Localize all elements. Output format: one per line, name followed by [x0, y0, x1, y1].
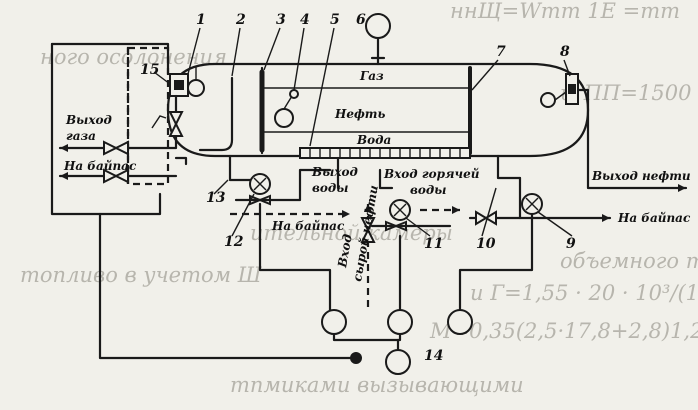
bg-line-8: тпмиками вызывающими	[230, 373, 524, 397]
level-controller-8	[540, 73, 579, 108]
num-9: 9	[566, 236, 576, 252]
coil-segments	[309, 148, 461, 158]
num-10: 10	[476, 236, 496, 252]
num-15: 15	[140, 62, 159, 78]
num-11: 11	[424, 236, 443, 252]
label-water-outlet-1: Выход	[311, 165, 358, 179]
label-gas-outlet-1: Выход	[65, 113, 112, 127]
raw-oil-valve	[360, 217, 376, 243]
gas-outlet-arrow	[60, 144, 68, 152]
num-2: 2	[235, 12, 246, 28]
label-hot-water-2: воды	[410, 183, 446, 197]
instrument-panel-14	[321, 309, 473, 375]
num-4: 4	[300, 12, 310, 28]
num-1: 1	[196, 12, 206, 28]
bypass-left-valve	[103, 168, 129, 184]
level-float-4	[274, 108, 294, 128]
label-water-outlet-2: воды	[312, 181, 348, 195]
gas-regulator-15	[166, 62, 189, 97]
bg-line-4: объемного теплового напряжения	[560, 249, 698, 273]
num-13: 13	[206, 190, 226, 206]
bg-line-7: топливо в учетом Ш	[20, 263, 263, 287]
label-gas-outlet-2: газа	[66, 129, 96, 143]
float-1	[187, 79, 205, 97]
num-3: 3	[276, 12, 286, 28]
label-water: Вода	[356, 133, 391, 147]
label-bypass-left: На байпас	[63, 159, 137, 173]
label-oil-outlet: Выход нефти	[591, 169, 691, 183]
gas-valve	[103, 140, 129, 156]
bg-line-0: ннЩ=Wmm 1E =mm	[450, 0, 680, 23]
heating-coil	[299, 147, 471, 159]
num-14: 14	[424, 348, 443, 364]
internal-pipe-2	[198, 76, 234, 152]
signal-line-bottom	[98, 212, 352, 360]
oil-drain	[496, 154, 522, 180]
label-bypass-right: На байпас	[617, 211, 691, 225]
label-raw-oil-inlet-1: Вход	[335, 233, 355, 270]
pressure-gauge-6	[365, 13, 391, 66]
control-valve-11	[385, 199, 411, 232]
label-bypass-bottom: На байпас	[271, 219, 345, 233]
control-valve-9	[521, 193, 543, 215]
label-hot-water-1: Вход горячей	[383, 167, 480, 181]
num-7: 7	[496, 44, 506, 60]
bypass-right-valve	[475, 210, 497, 226]
control-frame-left	[50, 42, 162, 216]
num-12: 12	[224, 234, 244, 250]
bg-line-6: M=0,35(2,5·17,8+2,8)1,2	[429, 319, 698, 343]
water-drain-pipe	[228, 154, 252, 182]
bg-line-5: и Г=1,55 · 20 · 10³/(18 · 25)	[470, 281, 698, 305]
oil-outlet-pipe	[576, 88, 688, 190]
label-gas: Газ	[359, 69, 384, 83]
dashed-control-box	[126, 46, 170, 186]
leader-lines	[153, 27, 573, 237]
vertical-valve-left	[168, 111, 184, 137]
num-8: 8	[560, 44, 570, 60]
num-6: 6	[356, 12, 366, 28]
bypass-left-arrow	[60, 172, 68, 180]
label-oil: Нефть	[334, 107, 385, 121]
num-5: 5	[330, 12, 340, 28]
background-text: ннЩ=Wmm 1E =mm ного осолонения ы ПП=1500…	[20, 0, 698, 397]
